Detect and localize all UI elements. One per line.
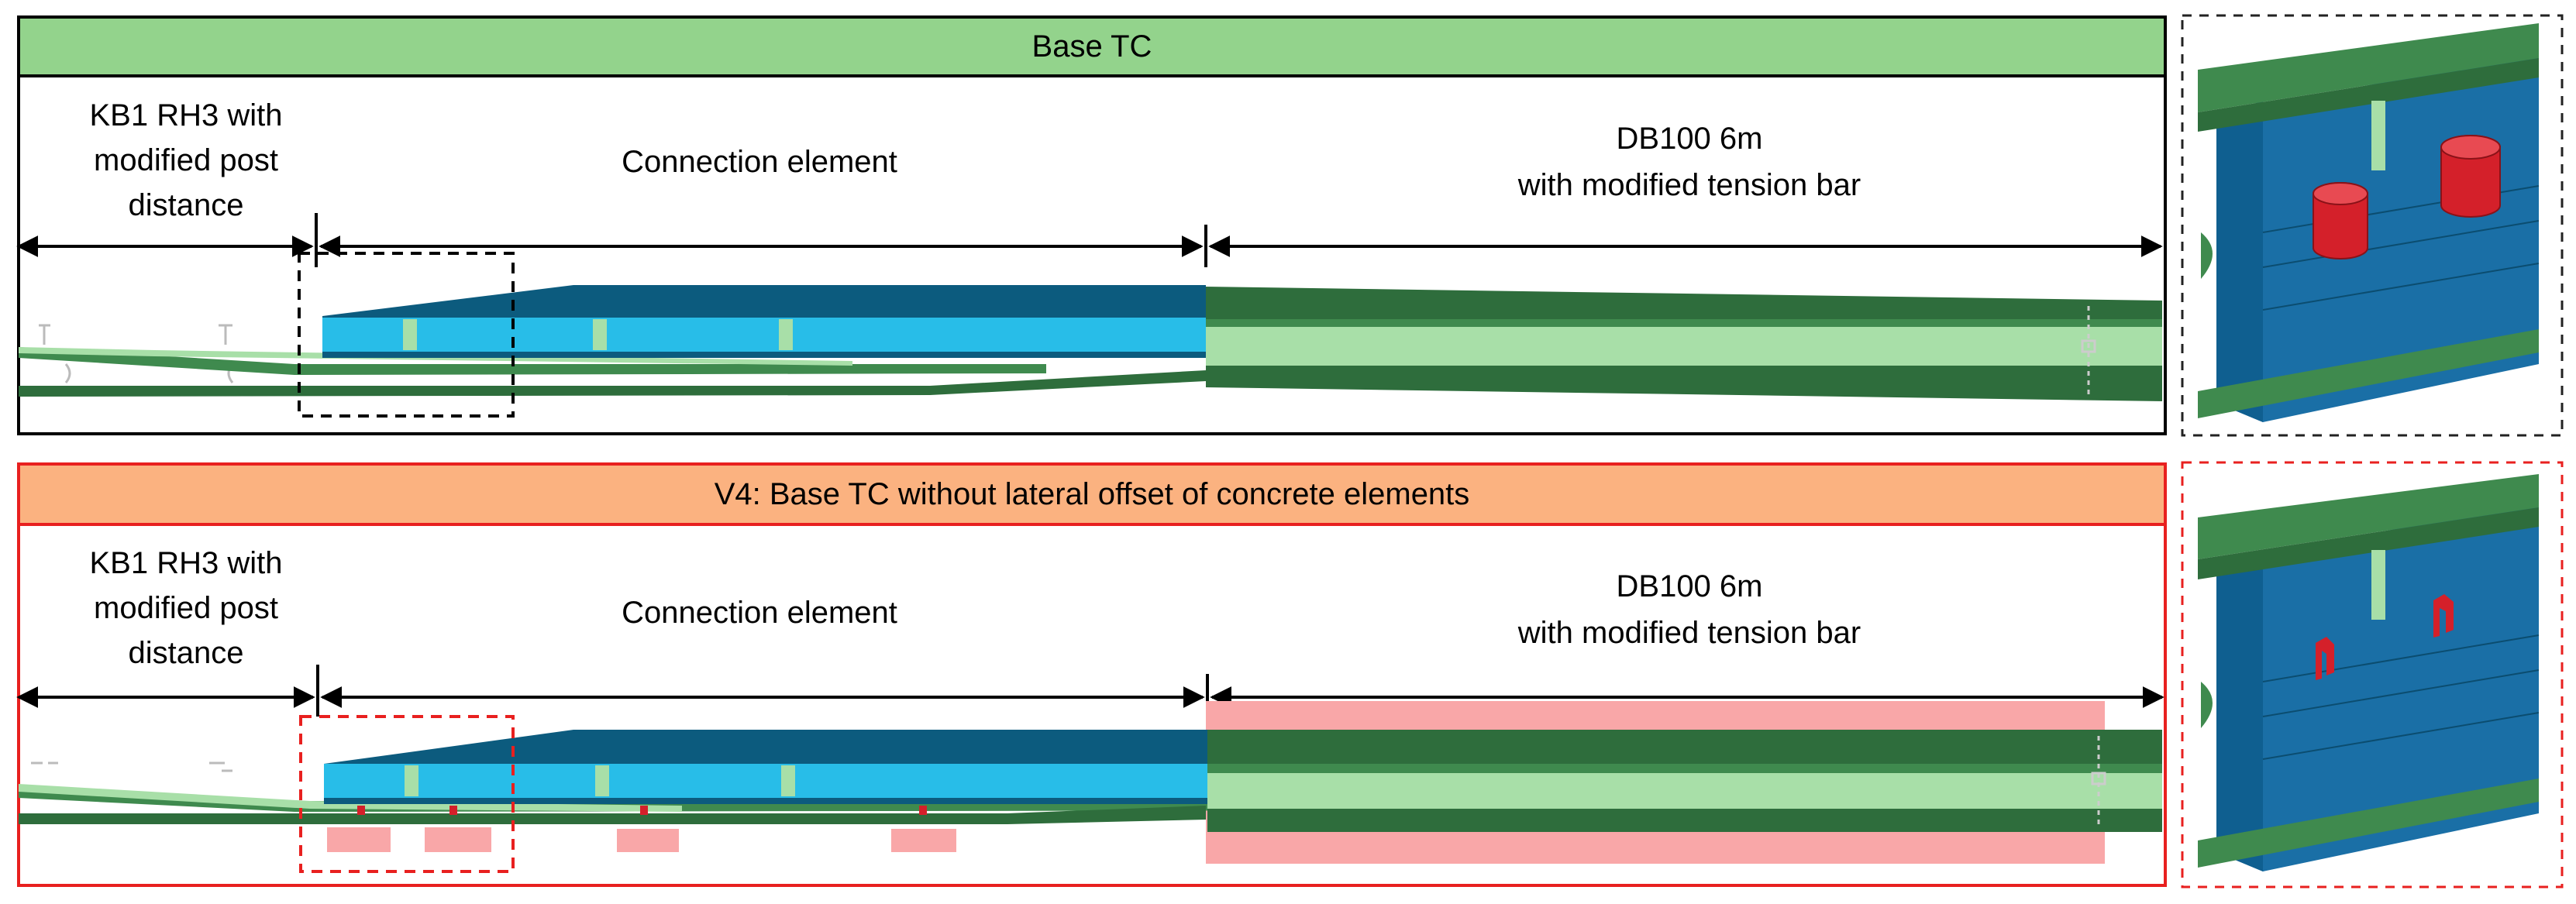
base-label-connection: Connection element — [622, 145, 897, 179]
v4-label-db100-line1: DB100 6m — [1616, 569, 1763, 603]
cylinder-pins-icon — [2313, 135, 2501, 260]
base-title: Base TC — [1031, 29, 1152, 64]
base-label-db100-line2: with modified tension bar — [1517, 168, 1861, 202]
v4-label-kb1: KB1 RH3 with modified post distance — [89, 546, 283, 670]
v4-title: V4: Base TC without lateral offset of co… — [714, 476, 1470, 511]
base-barrier-model — [19, 252, 2162, 418]
base-label-kb1: KB1 RH3 with modified post distance — [89, 98, 283, 222]
v4-barrier-model — [19, 701, 2162, 873]
base-label-db100-line1: DB100 6m — [1616, 122, 1763, 156]
base-dimension-arrows — [16, 213, 2163, 267]
v4-label-connection: Connection element — [622, 596, 897, 630]
base-header: Base TC — [17, 15, 2167, 77]
v4-header: V4: Base TC without lateral offset of co… — [17, 462, 2167, 526]
v4-label-db100-line2: with modified tension bar — [1517, 616, 1861, 650]
base-detail-view — [2181, 14, 2564, 437]
hook-pins-icon — [2316, 594, 2454, 680]
v4-detail-view — [2181, 461, 2564, 889]
